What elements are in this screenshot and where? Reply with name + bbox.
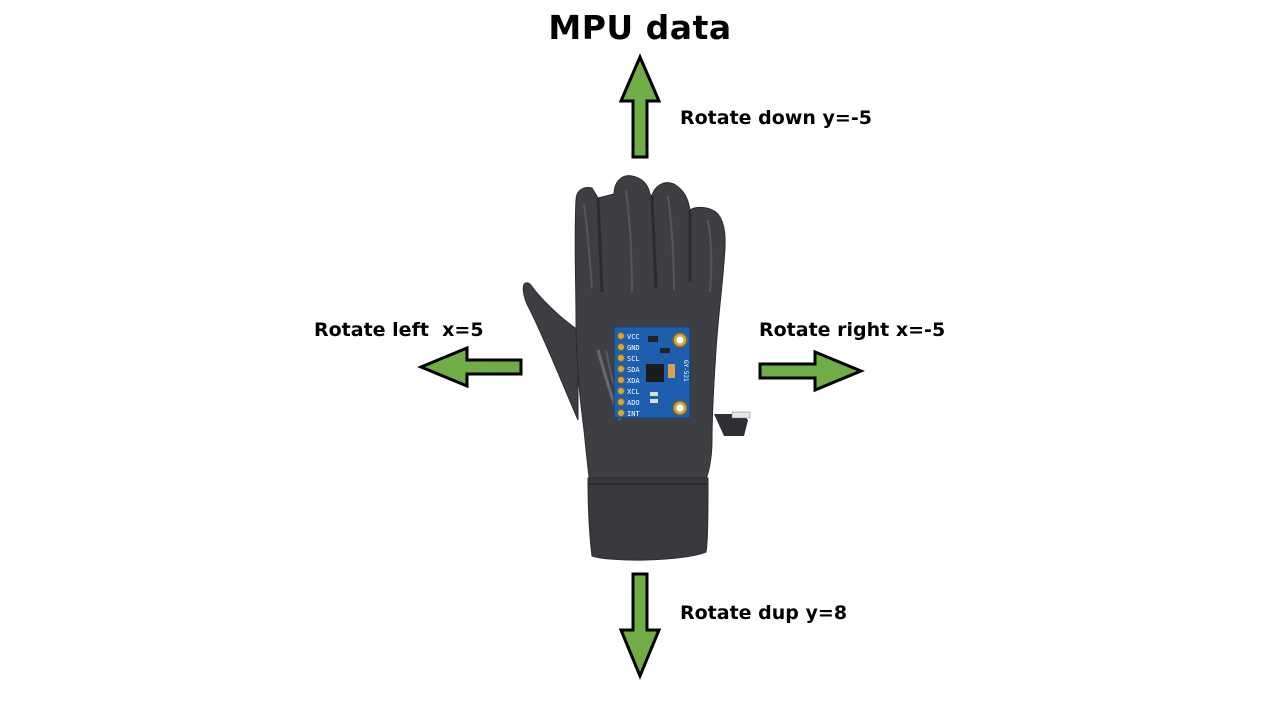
- label-rotate-up: Rotate dup y=8: [680, 602, 848, 624]
- label-rotate-left: Rotate left x=5: [314, 319, 484, 341]
- board-label: GY-521: [682, 360, 689, 382]
- pin-labels: VCC GND SCL SDA XDA XCL ADO INT: [627, 333, 640, 418]
- arrow-right: [758, 349, 865, 393]
- pin-label: VCC: [627, 333, 640, 341]
- pin-label: GND: [627, 344, 640, 352]
- pin-label: SDA: [627, 366, 640, 374]
- pin-label: XCL: [627, 388, 640, 396]
- pin-label: SCL: [627, 355, 640, 363]
- arrow-down: [618, 572, 662, 680]
- arrow-up: [618, 53, 662, 159]
- mpu6050-board: VCC GND SCL SDA XDA XCL ADO INT GY-521: [613, 326, 691, 419]
- label-rotate-down: Rotate down y=-5: [680, 107, 872, 129]
- pin-label: INT: [627, 410, 640, 418]
- pin-label: ADO: [627, 399, 640, 407]
- arrow-left: [417, 345, 523, 389]
- diagram-title: MPU data: [548, 8, 732, 47]
- label-rotate-right: Rotate right x=-5: [759, 319, 946, 341]
- pin-label: XDA: [627, 377, 640, 385]
